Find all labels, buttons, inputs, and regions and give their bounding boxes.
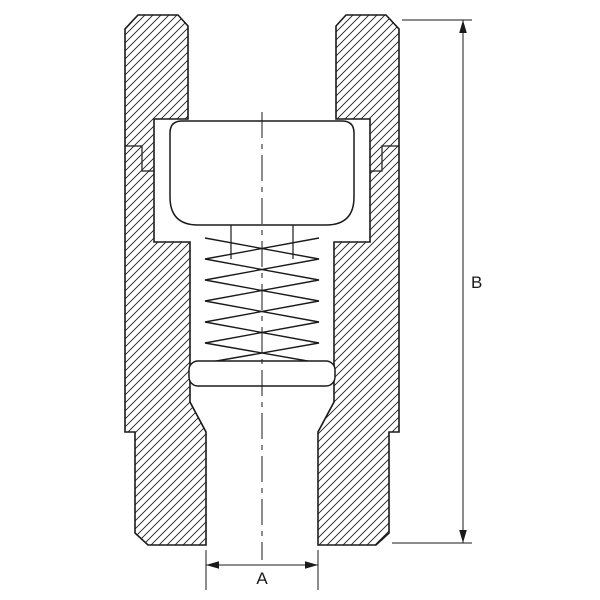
cap-joint-left bbox=[125, 145, 154, 172]
dim-a-arrow-right bbox=[305, 561, 318, 569]
body-left-wall bbox=[124, 14, 207, 546]
dim-b-arrow-top bbox=[459, 20, 467, 33]
dimension-height-B: B bbox=[392, 19, 482, 544]
dimension-width-A: A bbox=[205, 550, 319, 590]
dim-a-label: A bbox=[256, 569, 268, 588]
cap-joint-right bbox=[370, 145, 399, 172]
body-right-wall bbox=[317, 14, 400, 546]
poppet-stem bbox=[230, 225, 294, 259]
dim-b-label: B bbox=[471, 273, 482, 292]
dim-a-arrow-left bbox=[206, 561, 219, 569]
spring bbox=[204, 237, 320, 364]
valve-body-section bbox=[124, 14, 400, 546]
dim-b-arrow-bottom bbox=[459, 530, 467, 543]
